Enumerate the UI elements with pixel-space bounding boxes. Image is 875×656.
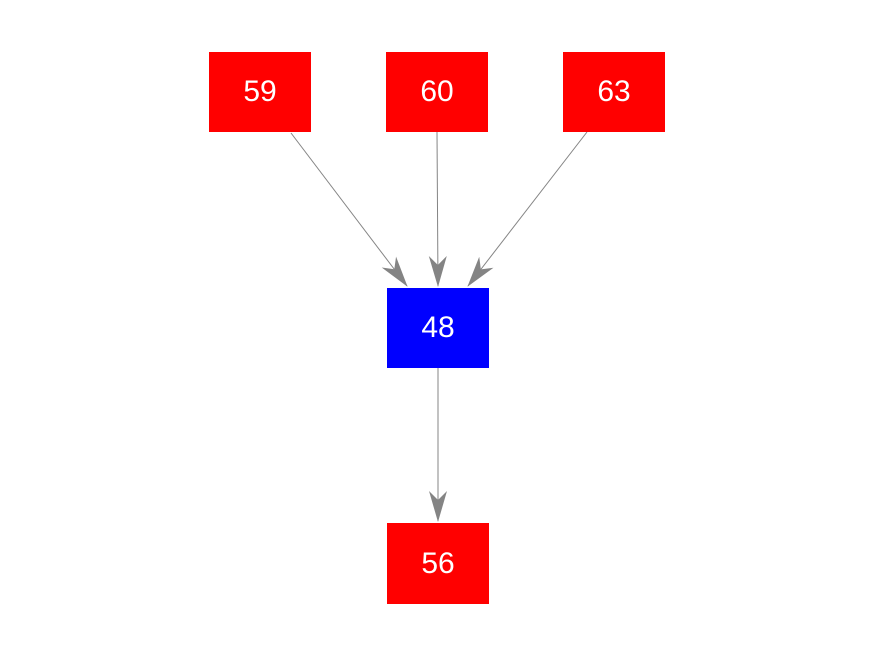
node-label: 60	[420, 75, 454, 108]
node-label: 56	[421, 546, 455, 580]
node-60[interactable]: 60	[386, 52, 488, 132]
node-48[interactable]: 48	[387, 288, 489, 368]
node-label: 59	[243, 75, 277, 108]
edge-60-to-48	[428, 131, 447, 287]
node-59[interactable]: 59	[209, 52, 311, 132]
edge-63-to-48	[467, 131, 588, 287]
edge-59-to-48	[290, 132, 408, 287]
node-label: 48	[421, 311, 455, 344]
node-56[interactable]: 56	[387, 523, 489, 604]
node-label: 63	[597, 75, 631, 108]
node-63[interactable]: 63	[563, 52, 665, 132]
